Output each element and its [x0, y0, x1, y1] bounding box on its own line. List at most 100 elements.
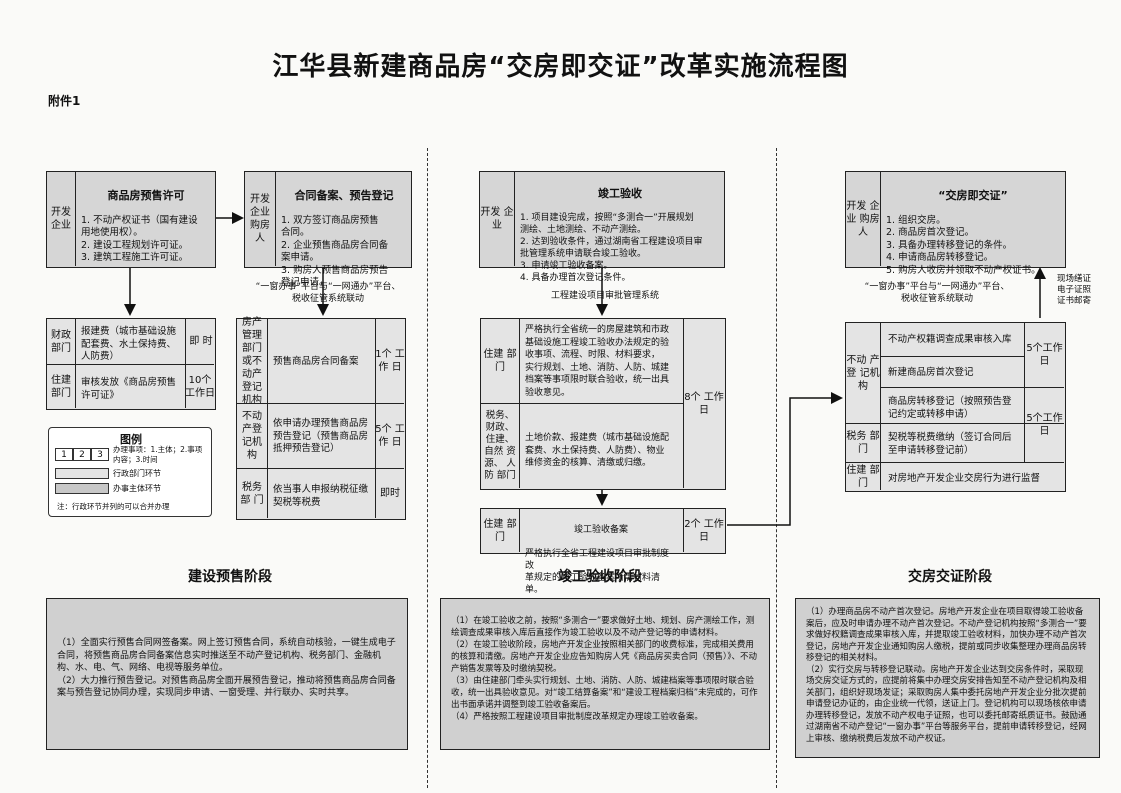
divider [519, 319, 520, 488]
s1-t1-content-0: 报建费（城市基础设施 配套费、水土保持费、 人防费） [81, 326, 177, 362]
s3-housing-content: 对房地产开发企业交房行为进行监督 [888, 473, 1041, 484]
divider [880, 387, 1024, 388]
s2-completion-box: 开发 企业 竣工验收 1. 项目建设完成，按照“多测合一”开展规划 测绘、土地测… [479, 171, 725, 283]
s3-note: （1）办理商品房不动产首次登记。房地产开发企业在项目取得竣工验收备案后，应及时申… [795, 598, 1100, 758]
s1-t2-dept-0: 房产 管理 部门 或不 动产 登记 机构 [242, 316, 262, 406]
annex-label: 附件1 [48, 94, 81, 108]
s1-table1: 财政 部门 报建费（城市基础设施 配套费、水土保持费、 人防费） 即 时 住建 … [46, 318, 216, 410]
s1-t2-dept-1: 不动 产登 记机 构 [242, 411, 262, 461]
s3-group-dept: 不动 产登 记机 构 [846, 354, 880, 392]
divider [846, 462, 1064, 463]
s3-platform-note: “一窗办事”平台与“一网通办”平台、 税收征管系统联动 [864, 282, 1010, 304]
stage-divider-2 [776, 148, 777, 788]
s1-t2-time-1: 5个 工作 日 [375, 424, 405, 448]
s2-stage-label: 竣工验收阶段 [558, 569, 642, 585]
divider [683, 319, 684, 488]
s1-presale-permit-box: 开发 企业 商品房预售许可 1. 不动产权证书（国有建设 用地使用权）。 2. … [46, 171, 216, 268]
stage-divider-1 [427, 148, 428, 788]
divider [375, 319, 376, 518]
divider [880, 172, 881, 266]
divider [683, 509, 684, 552]
divider [1024, 323, 1025, 462]
page-title: 江华县新建商品房“交房即交证”改革实施流程图 [272, 52, 849, 82]
legend-corp-swatch [55, 483, 109, 494]
s3-box1-head: “交房即交证” [938, 188, 1008, 202]
divider [880, 356, 1024, 357]
divider [880, 323, 881, 490]
s2-system-label: 工程建设项目审批管理系统 [550, 291, 659, 301]
divider [237, 468, 404, 469]
divider [514, 172, 515, 266]
divider [75, 172, 76, 266]
s2-row-dept-0: 住建 部门 [483, 349, 517, 373]
legend: 图例 1 2 3 办理事项：1.主体；2.事项 内容；3.时间 行政部门环节 办… [48, 427, 212, 517]
s2-filing-box: 住建 部门 竣工验收备案 严格执行全省工程建设项目审批制度改 革规定的竣工验收备… [480, 508, 726, 595]
arrow-s2-filing-to-s3 [727, 392, 843, 526]
s2-row-content-0: 严格执行全省统一的房屋建筑和市政 基础设施工程竣工验收办法规定的验 收事项、流程… [525, 325, 670, 398]
s1-contract-filing-box: 开发 企业 购房 人 合同备案、预告登记 1. 双方签订商品房预售 合同。 2.… [244, 171, 412, 288]
divider [519, 509, 520, 552]
s3-stage-label: 交房交证阶段 [908, 569, 992, 585]
s2-filing-dept: 住建 部门 [483, 518, 517, 543]
divider [185, 319, 186, 408]
legend-desc: 办理事项：1.主体；2.事项 内容；3.时间 [113, 445, 203, 464]
divider [846, 423, 1064, 424]
s1-box2-actor: 开发 企业 购房 人 [250, 194, 270, 244]
s3-group-item-1: 新建商品房首次登记 [888, 367, 974, 378]
legend-num-1: 1 [55, 448, 73, 461]
s1-t2-content-0: 预售商品房合同备案 [273, 356, 359, 367]
s1-t2-time-0: 1个 工作 日 [375, 349, 405, 373]
s3-group-item-0: 不动产权籍调查成果审核入库 [888, 334, 1012, 345]
s1-stage-label: 建设预售阶段 [188, 569, 272, 585]
legend-admin-swatch [55, 468, 109, 479]
s3-box1-actor: 开发 企业 购房 人 [846, 200, 880, 238]
legend-title: 图例 [120, 433, 142, 446]
s1-t2-time-2: 即时 [380, 488, 400, 499]
s3-handover-box: 开发 企业 购房 人 “交房即交证” 1. 组织交房。 2. 商品房首次登记。 … [845, 171, 1066, 276]
s2-row-content-1: 土地价款、报建费（城市基础设施配 套费、水土保持费、人防费）、物业 维修资金的核… [525, 433, 670, 468]
divider [1024, 387, 1064, 388]
s2-box1-body: 1. 项目建设完成，按照“多测合一”开展规划 测绘、土地测绘、不动产测绘。 2.… [520, 213, 703, 283]
s2-time: 8个 工作日 [684, 391, 724, 416]
s1-box1-actor: 开发 企业 [51, 207, 71, 231]
s3-time-b: 5个工作 日 [1026, 413, 1063, 437]
divider [237, 403, 404, 404]
s1-t1-content-1: 审核发放《商品房预售 许可证》 [81, 377, 177, 401]
divider [75, 319, 76, 408]
s3-group-item-2: 商品房转移登记（按照预告登 记约定或转移申请） [888, 396, 1012, 420]
s2-filing-content: 严格执行全省工程建设项目审批制度改 革规定的竣工验收备案所需材料清单。 [525, 549, 670, 595]
divider [481, 403, 683, 404]
s3-side-note: 现场缮证 电子证照 证书邮寄 [1056, 274, 1091, 306]
s3-tax-dept: 税务 部门 [846, 431, 880, 455]
s1-t1-dept-1: 住建 部门 [51, 374, 71, 399]
s1-t1-time-1: 10个 工作日 [185, 374, 215, 399]
legend-num-2: 2 [73, 448, 91, 461]
s1-box2-head: 合同备案、预告登记 [294, 188, 394, 202]
legend-num-3: 3 [91, 448, 109, 461]
s1-platform-note: “一窗办事”平台与“一网通办”平台、 税收征管系统联动 [255, 282, 401, 304]
s2-box1-actor: 开发 企业 [480, 207, 514, 231]
divider [47, 364, 214, 365]
s2-row-dept-1: 税务、 财政、 住建、 自然 资源、 人防 部门 [484, 410, 516, 481]
s2-note: （1）在竣工验收之前，按照“多测合一”要求做好土地、规划、房产测绘工作，测绘调查… [440, 598, 770, 750]
legend-footnote: 注：行政环节并列的可以合并办理 [57, 502, 170, 511]
s1-t1-time-0: 即 时 [189, 336, 213, 347]
s3-tax-content: 契税等税费缴纳（签订合同后 至申请转移登记前） [888, 432, 1012, 456]
s1-table2: 房产 管理 部门 或不 动产 登记 机构 预售商品房合同备案 1个 工作 日 不… [236, 316, 406, 520]
divider [267, 319, 268, 518]
s1-note: （1）全面实行预售合同网签备案。网上签订预售合同，系统自动核验，一键生成电子合同… [46, 598, 408, 750]
s2-inspection-table: 住建 部门 严格执行全省统一的房屋建筑和市政 基础设施工程竣工验收办法规定的验 … [480, 318, 726, 490]
s1-box1-head: 商品房预售许可 [107, 188, 185, 202]
legend-corp-label: 办事主体环节 [113, 484, 161, 493]
s2-filing-time: 2个 工作 日 [684, 518, 724, 543]
s3-box1-body: 1. 组织交房。 2. 商品房首次登记。 3. 具备办理转移登记的条件。 4. … [886, 214, 1041, 276]
s3-time-a: 5个工作 日 [1026, 343, 1063, 367]
s1-t1-dept-0: 财政 部门 [51, 329, 71, 354]
s1-box1-body: 1. 不动产权证书（国有建设 用地使用权）。 2. 建设工程规划许可证。 3. … [81, 214, 198, 264]
s1-box2-body: 1. 双方签订商品房预售 合同。 2. 企业预售商品房合同备 案申请。 3. 购… [281, 214, 389, 289]
legend-admin-label: 行政部门环节 [113, 469, 161, 478]
s2-filing-head: 竣工验收备案 [573, 525, 628, 535]
s3-process-table: 不动 产登 记机 构 不动产权籍调查成果审核入库 新建商品房首次登记 商品房转移… [845, 322, 1066, 492]
s3-housing-dept: 住建 部门 [846, 464, 880, 489]
